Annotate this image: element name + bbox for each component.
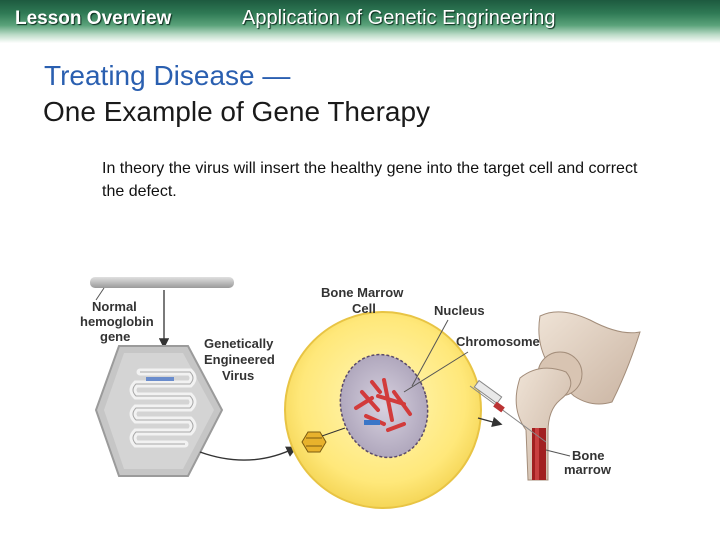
- virus-to-cell-arrow: [200, 448, 295, 460]
- gene-label-line2: hemoglobin: [80, 314, 154, 329]
- marrow-label-line2: marrow: [564, 462, 612, 477]
- gene-label-line1: Normal: [92, 299, 137, 314]
- gene-label-line3: gene: [100, 329, 130, 344]
- virus-label-line2: Engineered: [204, 352, 275, 367]
- chromosomes-label: Chromosomes: [456, 334, 547, 349]
- virus-label-line3: Virus: [222, 368, 254, 383]
- virus-label-line1: Genetically: [204, 336, 274, 351]
- cell-label-line1: Bone Marrow: [321, 285, 404, 300]
- nucleus-label: Nucleus: [434, 303, 485, 318]
- hemoglobin-gene-rod: [90, 277, 234, 288]
- marrow-label-line1: Bone: [572, 448, 605, 463]
- inserted-gene: [364, 420, 380, 425]
- marrow-pointer-line: [546, 450, 570, 456]
- cell-label-line2: Cell: [352, 301, 376, 316]
